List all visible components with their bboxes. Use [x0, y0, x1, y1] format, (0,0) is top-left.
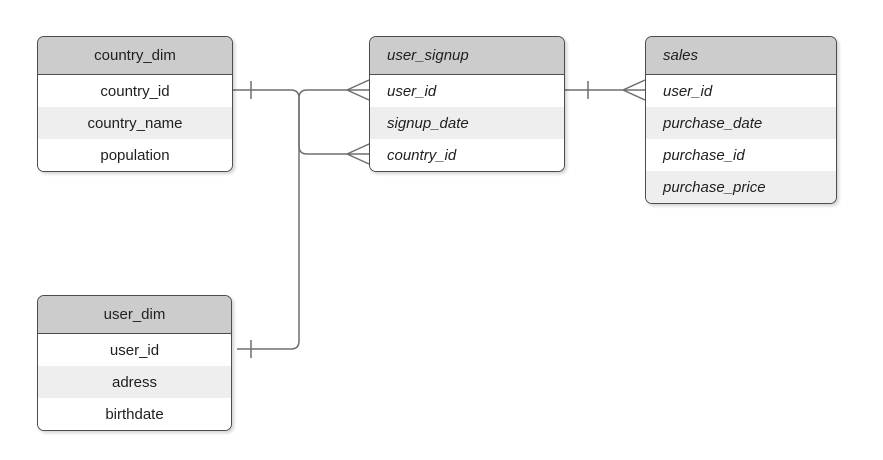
table-row-country_id[interactable]: country_id — [370, 139, 564, 171]
table-row-purchase_price[interactable]: purchase_price — [646, 171, 836, 203]
table-row-population[interactable]: population — [38, 139, 232, 171]
relationship-country_dim-user_signup[interactable] — [233, 81, 370, 165]
crow-foot-many-icon — [622, 79, 646, 101]
relationship-user_signup-sales[interactable] — [565, 79, 646, 101]
table-row-birthdate[interactable]: birthdate — [38, 398, 231, 430]
table-title[interactable]: user_signup — [370, 37, 564, 75]
crow-foot-many-icon — [346, 79, 370, 101]
relationship-line — [237, 89, 369, 350]
relationship-user_dim-user_signup[interactable] — [237, 79, 370, 358]
table-row-signup_date[interactable]: signup_date — [370, 107, 564, 139]
table-title[interactable]: sales — [646, 37, 836, 75]
table-row-purchase_id[interactable]: purchase_id — [646, 139, 836, 171]
table-row-country_name[interactable]: country_name — [38, 107, 232, 139]
table-row-purchase_date[interactable]: purchase_date — [646, 107, 836, 139]
table-row-user_id[interactable]: user_id — [38, 334, 231, 366]
table-row-adress[interactable]: adress — [38, 366, 231, 398]
table-row-user_id[interactable]: user_id — [370, 75, 564, 107]
relationship-line — [233, 89, 369, 155]
crow-foot-many-icon — [346, 143, 370, 165]
table-title[interactable]: country_dim — [38, 37, 232, 75]
table-title[interactable]: user_dim — [38, 296, 231, 334]
table-row-country_id[interactable]: country_id — [38, 75, 232, 107]
table-row-user_id[interactable]: user_id — [646, 75, 836, 107]
